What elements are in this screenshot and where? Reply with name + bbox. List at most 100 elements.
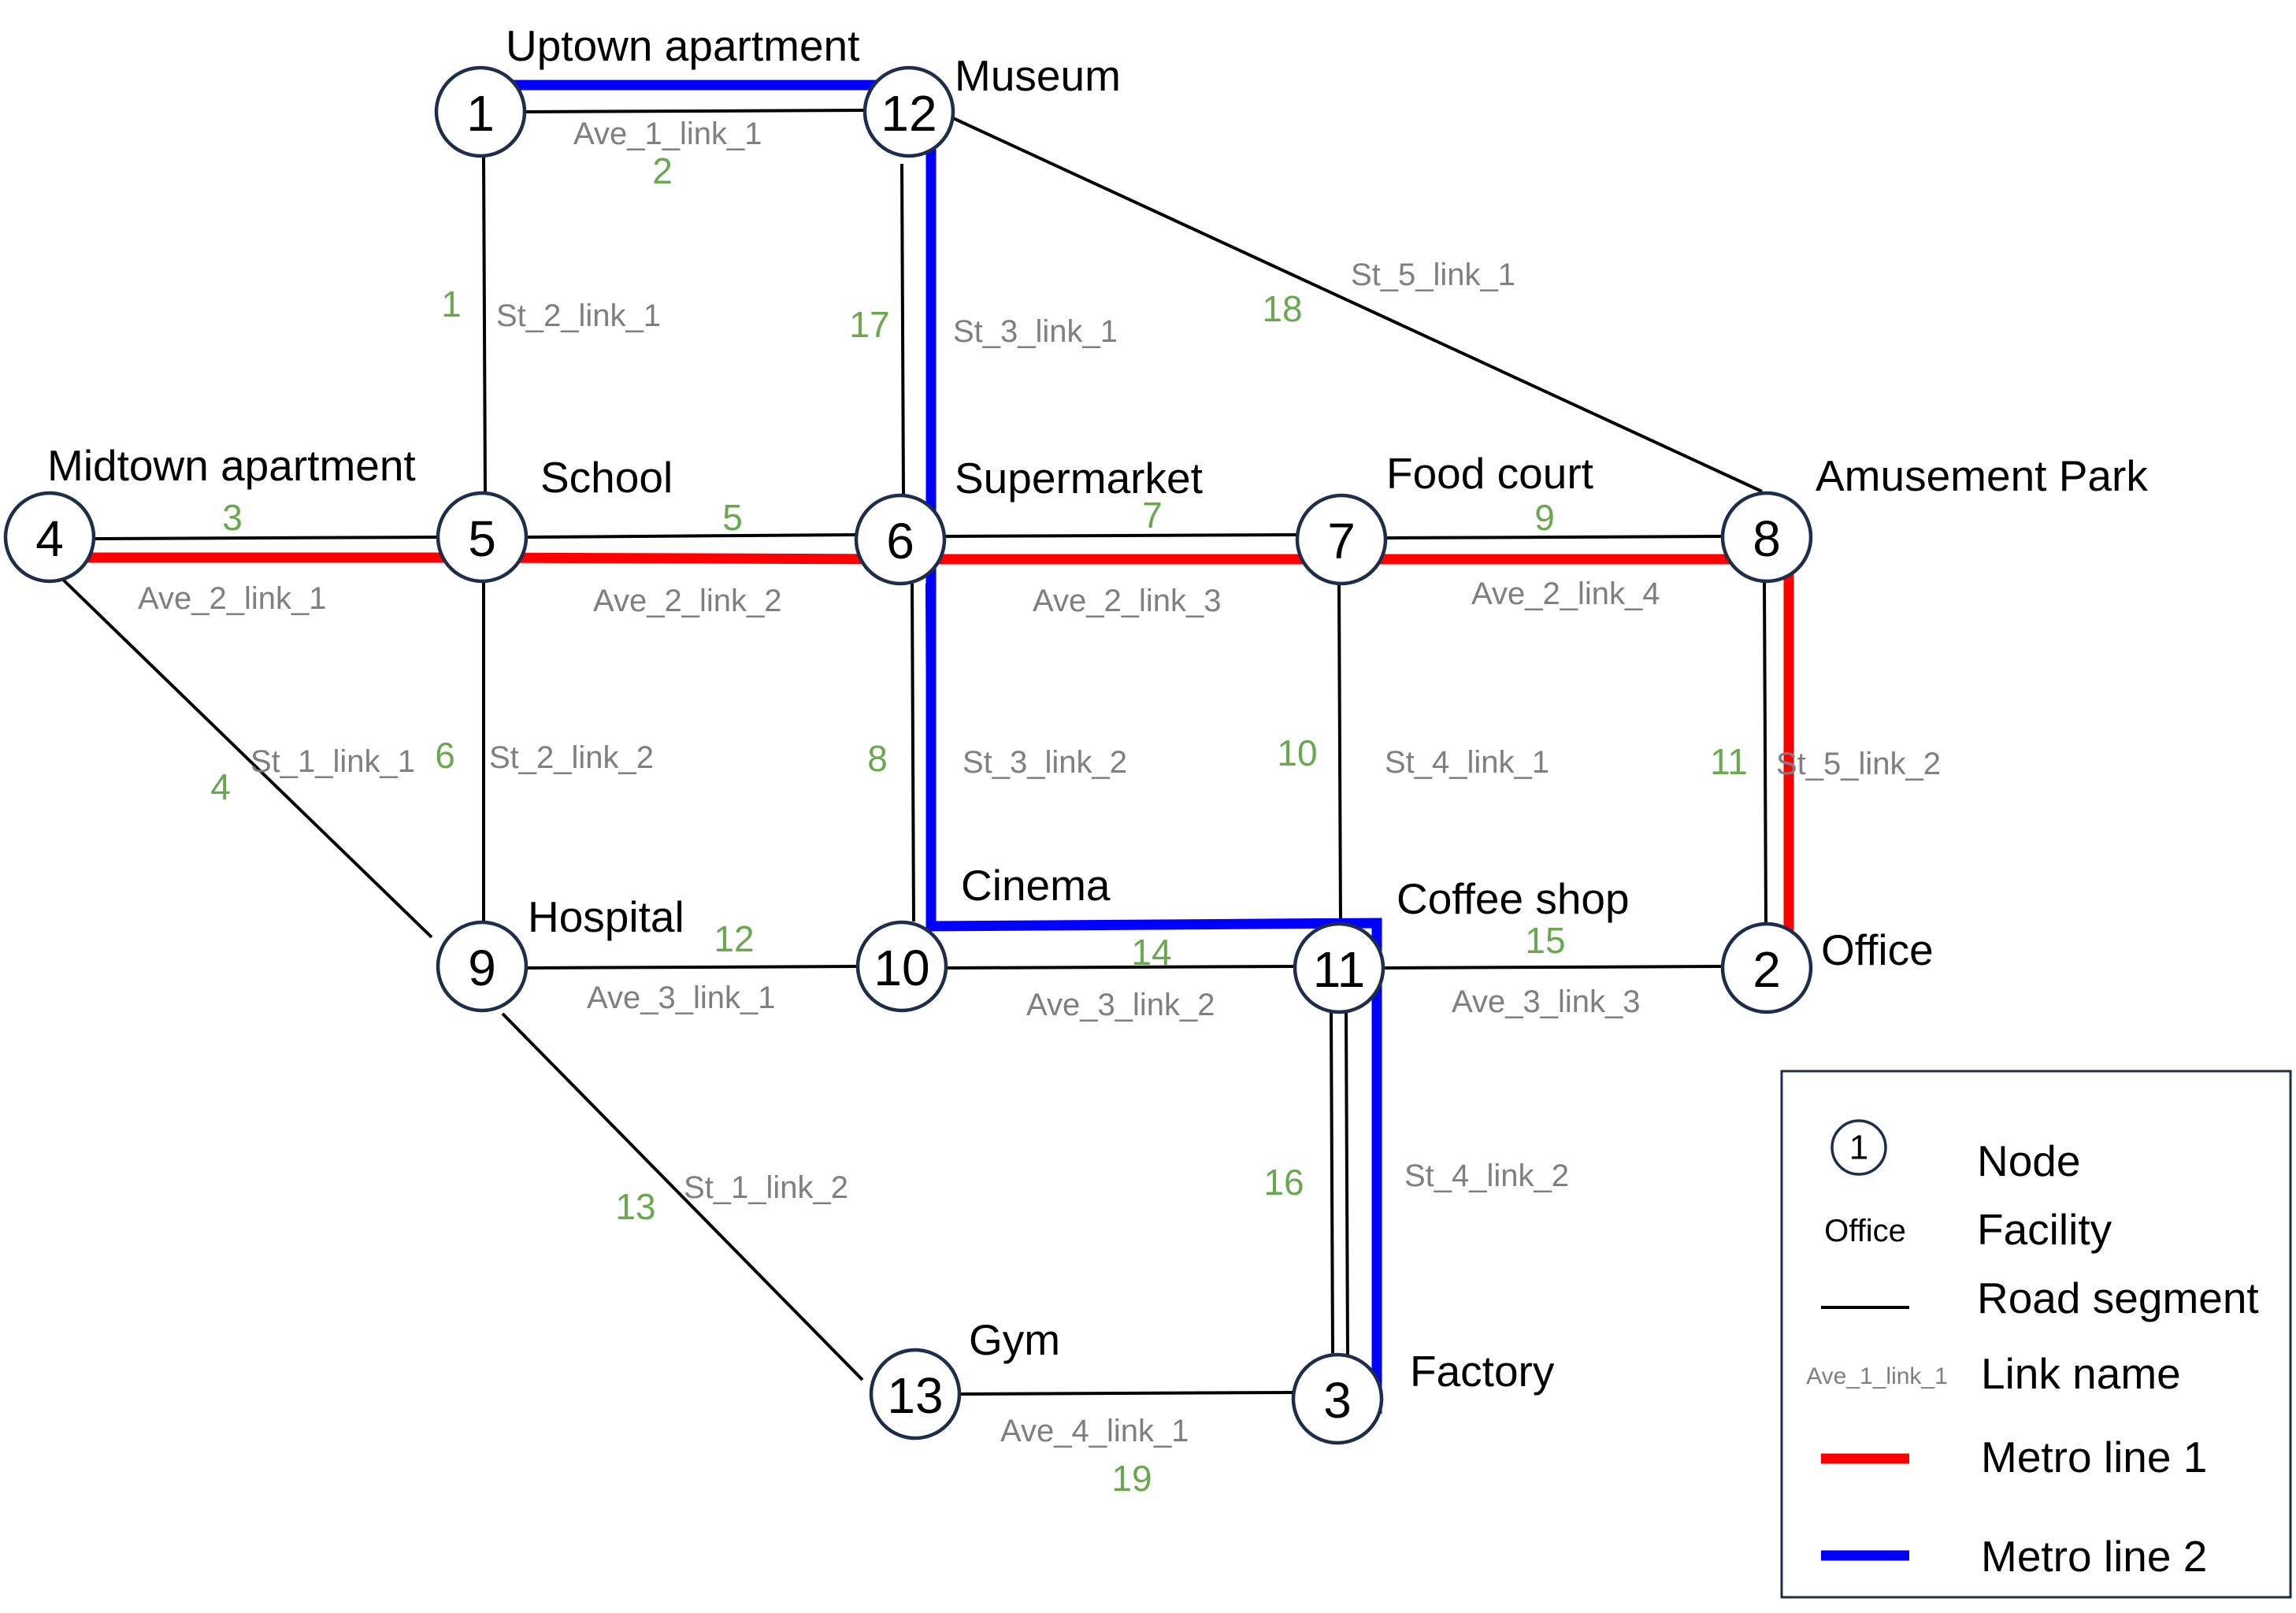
legend-facility-label: Facility (1977, 1205, 2112, 1254)
legend-link-name-label: Link name (1981, 1349, 2181, 1398)
node-8-number: 8 (1753, 510, 1781, 567)
road-segment-st-3-link-1 (900, 163, 905, 495)
facility-label-cinema: Cinema (961, 861, 1111, 910)
node-8-circle (1720, 491, 1813, 584)
node-11-circle (1293, 921, 1385, 1014)
link-name-label: Ave_3_link_3 (1452, 984, 1640, 1019)
legend-facility-sample: Office (1824, 1214, 1906, 1248)
link-name-label: Ave_3_link_1 (587, 981, 775, 1015)
node-12-number: 12 (881, 85, 937, 142)
link-id-label: 10 (1277, 732, 1317, 773)
link-name-label: St_4_link_2 (1404, 1159, 1569, 1193)
link-name-label: St_5_link_2 (1776, 747, 1941, 781)
link-id-label: 19 (1111, 1458, 1152, 1499)
road-segment-st-5-link-1 (952, 117, 1763, 493)
legend-link-name-sample: Ave_1_link_1 (1806, 1363, 1948, 1389)
node-3-number: 3 (1323, 1372, 1352, 1429)
facility-label-supermarket: Supermarket (955, 454, 1203, 502)
link-id-label: 16 (1263, 1162, 1304, 1203)
facility-label-office: Office (1821, 925, 1934, 974)
metro-line-2-path (512, 80, 1382, 1414)
link-name-label: St_1_link_1 (250, 744, 415, 779)
node-3-circle (1291, 1352, 1384, 1445)
link-id-label: 13 (615, 1186, 655, 1227)
node-6-number: 6 (886, 513, 914, 569)
road-segment-ave-2-link-2 (525, 533, 857, 539)
node-12-circle (862, 65, 955, 158)
link-name-label: St_1_link_2 (684, 1170, 848, 1205)
legend-node-sample-icon (1830, 1119, 1887, 1176)
link-name-label: St_4_link_1 (1385, 745, 1549, 780)
link-id-label: 1 (441, 284, 462, 324)
node-10-circle (855, 920, 948, 1013)
link-name-label: Ave_2_link_2 (593, 584, 781, 618)
link-id-label: 9 (1534, 497, 1555, 538)
road-segment-ave-2-link-1 (93, 536, 439, 540)
node-7-number: 7 (1327, 513, 1356, 569)
node-1-circle (434, 65, 527, 158)
node-13-number: 13 (887, 1367, 943, 1424)
road-segment-st-4-link-2-2 (1345, 1011, 1349, 1355)
link-id-label: 15 (1525, 920, 1565, 961)
node-7-circle (1295, 493, 1388, 586)
road-segment-st-2-link-1 (482, 155, 487, 494)
link-name-label: Ave_1_link_1 (573, 117, 762, 151)
link-name-label: Ave_2_link_4 (1471, 577, 1660, 611)
node-5-number: 5 (468, 510, 496, 567)
link-id-label: 18 (1262, 288, 1302, 329)
road-segment-ave-1-link-1 (524, 109, 866, 113)
node-1-number: 1 (466, 85, 495, 142)
node-4-number: 4 (35, 510, 64, 567)
link-name-label: St_3_link_1 (953, 314, 1118, 349)
node-4-circle (3, 491, 96, 584)
facility-label-food-court: Food court (1386, 449, 1593, 498)
node-13-circle (869, 1348, 962, 1441)
link-id-label: 12 (714, 918, 754, 959)
node-2-number: 2 (1753, 941, 1781, 998)
road-segment-ave-2-link-3 (944, 533, 1298, 538)
facility-label-amusement-park: Amusement Park (1816, 451, 2148, 500)
node-6-circle (854, 493, 947, 586)
legend-node-sample-number: 1 (1849, 1129, 1868, 1167)
node-10-number: 10 (874, 940, 929, 996)
link-name-label: Ave_3_link_2 (1026, 988, 1215, 1022)
legend: 1 Node Office Facility Road segment Ave_… (1780, 1070, 2292, 1599)
road-segment-st-1-link-2 (501, 1012, 864, 1381)
link-id-label: 2 (652, 150, 673, 191)
link-name-label: St_2_link_2 (489, 740, 654, 775)
facility-label-museum: Museum (955, 51, 1121, 100)
node-9-number: 9 (468, 940, 496, 996)
road-segment-st-3-link-2-1 (911, 583, 915, 922)
facility-label-uptown-apartment: Uptown apartment (506, 21, 859, 70)
road-segment-st-1-link-1 (60, 577, 433, 939)
node-9-circle (436, 920, 529, 1013)
road-segment-ave-3-link-2 (945, 965, 1296, 970)
link-name-label: Ave_2_link_3 (1033, 584, 1221, 618)
legend-metro-line-2-label: Metro line 2 (1981, 1532, 2207, 1581)
link-name-label: Ave_2_link_1 (138, 581, 326, 616)
link-id-label: 7 (1142, 495, 1163, 536)
link-id-label: 11 (1710, 741, 1748, 782)
link-name-label: Ave_4_link_1 (1000, 1414, 1189, 1448)
node-2-circle (1720, 921, 1813, 1014)
facility-label-gym: Gym (969, 1315, 1060, 1364)
facility-label-midtown-apartment: Midtown apartment (47, 441, 416, 490)
road-segment-ave-3-link-3 (1382, 965, 1723, 970)
link-name-label: St_2_link_1 (496, 298, 661, 333)
facility-label-factory: Factory (1410, 1347, 1555, 1396)
road-segment-ave-2-link-4 (1385, 535, 1723, 540)
facility-label-hospital: Hospital (528, 892, 684, 941)
metro-lines-layer (50, 80, 1794, 1414)
link-id-label: 5 (722, 497, 743, 538)
link-id-label: 3 (222, 497, 243, 538)
road-segment-ave-3-link-1 (525, 965, 859, 970)
link-id-label: 17 (849, 304, 889, 345)
node-5-circle (436, 491, 529, 584)
legend-metro-line-1-label: Metro line 1 (1981, 1433, 2207, 1481)
road-segment-st-5-link-2 (1763, 580, 1767, 925)
metro-line-1-path (50, 552, 1794, 945)
road-segment-st-4-link-1 (1337, 583, 1342, 925)
